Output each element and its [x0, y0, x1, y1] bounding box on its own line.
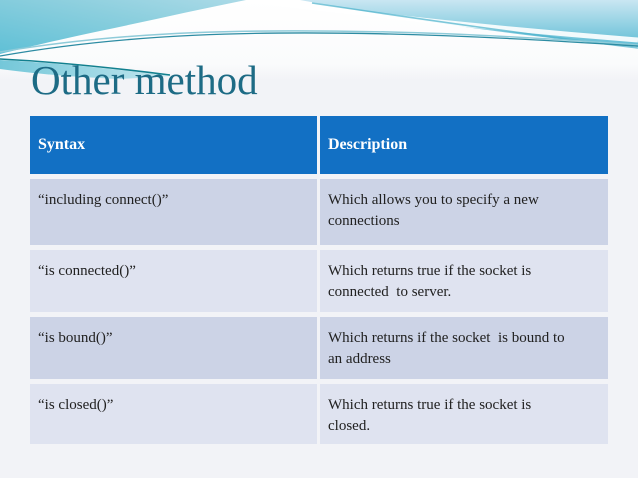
wave-thin-line-dark	[0, 32, 638, 57]
table-cell-syntax-row4: “is closed()”	[30, 384, 317, 444]
table-header-description: Description	[320, 116, 608, 174]
table-cell-description-row1: Which allows you to specify a new connec…	[320, 179, 608, 245]
wave-thin-line-light	[0, 30, 638, 53]
table-cell-syntax-row3: “is bound()”	[30, 317, 317, 379]
slide-title: Other method	[31, 57, 258, 103]
table-cell-description-row2: Which returns true if the socket is conn…	[320, 250, 608, 312]
header-wave-decoration	[0, 0, 638, 80]
table-cell-syntax-row1: “including connect()”	[30, 179, 317, 245]
table-cell-description-row4: Which returns true if the socket is clos…	[320, 384, 608, 444]
wave-corner-accent-line	[0, 58, 171, 76]
table-cell-syntax-row2: “is connected()”	[30, 250, 317, 312]
wave-corner-fill	[0, 60, 172, 79]
methods-table: Syntax Description “including connect()”…	[30, 116, 608, 444]
wave-left-band	[0, 0, 246, 54]
table-cell-description-row3: Which returns if the socket is bound to …	[320, 317, 608, 379]
table-header-syntax: Syntax	[30, 116, 317, 174]
